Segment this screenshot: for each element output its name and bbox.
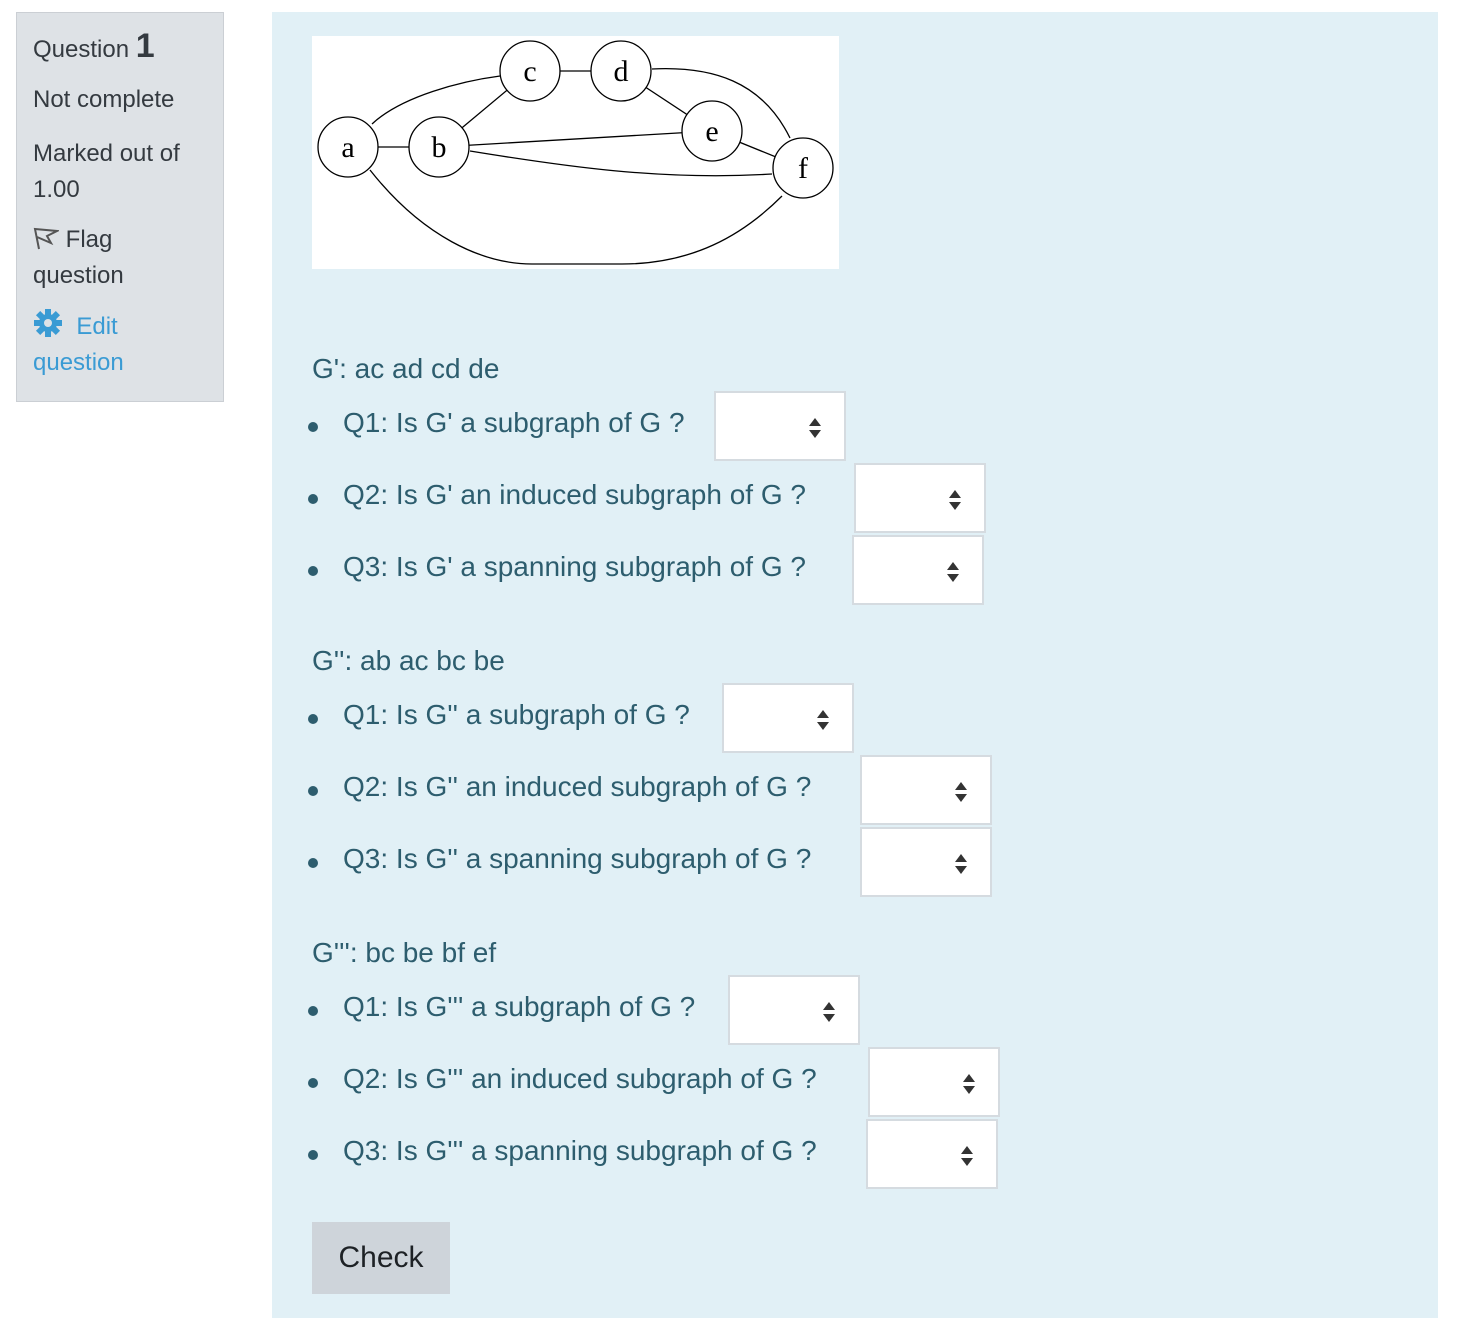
question-row: Q2: Is G'' an induced subgraph of G ? xyxy=(308,755,1008,825)
gear-icon xyxy=(34,309,62,337)
graph-node-a: a xyxy=(317,116,379,178)
answer-select[interactable] xyxy=(722,683,854,753)
graph-node-label: d xyxy=(614,55,629,88)
graph-svg: a b c d e f xyxy=(317,40,834,265)
question-text: Q3: Is G' a spanning subgraph of G ? xyxy=(343,551,806,582)
question-number: 1 xyxy=(135,27,155,65)
question-content: a b c d e f Check G': ac ad cd de Q1: Is G' a … xyxy=(272,12,1438,1318)
question-text: Q3: Is G'' a spanning subgraph of G ? xyxy=(343,843,812,874)
graph-image: a b c d e f xyxy=(312,36,839,269)
question-text: Q2: Is G' an induced subgraph of G ? xyxy=(343,479,806,510)
graph-node-label: a xyxy=(341,131,354,164)
question-row: Q3: Is G''' a spanning subgraph of G ? xyxy=(308,1119,1008,1189)
select-arrows-icon xyxy=(823,1002,835,1022)
bullet-icon xyxy=(308,786,318,796)
question-text: Q1: Is G' a subgraph of G ? xyxy=(343,407,685,438)
select-arrows-icon xyxy=(961,1146,973,1166)
question-text: Q2: Is G''' an induced subgraph of G ? xyxy=(343,1063,817,1094)
bullet-icon xyxy=(308,566,318,576)
graph-node-f: f xyxy=(772,137,834,199)
edit-label-2: question xyxy=(33,349,124,376)
grade-value: 1.00 xyxy=(33,176,80,203)
bullet-icon xyxy=(308,1006,318,1016)
bullet-icon xyxy=(308,858,318,868)
flag-question-link[interactable]: Flag question xyxy=(33,222,207,294)
graph-edge-be xyxy=(438,130,713,148)
flag-label-2: question xyxy=(33,262,124,289)
graph-edge-af xyxy=(369,169,783,265)
question-label: Question xyxy=(33,36,130,63)
question-row: Q3: Is G' a spanning subgraph of G ? xyxy=(308,535,1008,605)
question-number-heading: Question 1 xyxy=(33,27,207,66)
subgraph-definition: G'': ab ac bc be xyxy=(312,645,505,676)
select-arrows-icon xyxy=(817,710,829,730)
select-arrows-icon xyxy=(955,854,967,874)
question-row: Q1: Is G''' a subgraph of G ? xyxy=(308,975,1008,1045)
flag-icon xyxy=(33,227,61,250)
bullet-icon xyxy=(308,714,318,724)
answer-select[interactable] xyxy=(728,975,860,1045)
question-state: Not complete xyxy=(33,86,175,113)
question-row: Q2: Is G''' an induced subgraph of G ? xyxy=(308,1047,1008,1117)
graph-node-c: c xyxy=(499,40,561,102)
graph-edge-df xyxy=(651,67,791,139)
answer-select[interactable] xyxy=(854,463,986,533)
graph-node-b: b xyxy=(408,116,470,178)
select-arrows-icon xyxy=(809,418,821,438)
graph-node-e: e xyxy=(681,100,743,162)
graph-edge-ac xyxy=(371,75,501,125)
answer-select[interactable] xyxy=(868,1047,1000,1117)
edit-label: Edit xyxy=(76,313,118,340)
question-text: Q1: Is G'' a subgraph of G ? xyxy=(343,699,690,730)
grade-label: Marked out of xyxy=(33,140,180,167)
question-text: Q1: Is G''' a subgraph of G ? xyxy=(343,991,696,1022)
graph-node-label: f xyxy=(798,152,808,185)
edit-question-link[interactable]: Edit question xyxy=(33,308,207,381)
question-row: Q1: Is G' a subgraph of G ? xyxy=(308,391,1008,461)
bullet-icon xyxy=(308,494,318,504)
question-row: Q2: Is G' an induced subgraph of G ? xyxy=(308,463,1008,533)
subgraph-definition: G''': bc be bf ef xyxy=(312,937,497,968)
bullet-icon xyxy=(308,422,318,432)
answer-select[interactable] xyxy=(852,535,984,605)
graph-node-label: c xyxy=(523,55,536,88)
question-info-panel: Question 1 Not complete Marked out of 1.… xyxy=(16,12,224,402)
answer-select[interactable] xyxy=(860,755,992,825)
bullet-icon xyxy=(308,1150,318,1160)
question-text: Q3: Is G''' a spanning subgraph of G ? xyxy=(343,1135,817,1166)
graph-node-label: b xyxy=(432,131,447,164)
question-row: Q1: Is G'' a subgraph of G ? xyxy=(308,683,1008,753)
select-arrows-icon xyxy=(963,1074,975,1094)
answer-select[interactable] xyxy=(866,1119,998,1189)
select-arrows-icon xyxy=(955,782,967,802)
question-row: Q3: Is G'' a spanning subgraph of G ? xyxy=(308,827,1008,897)
answer-select[interactable] xyxy=(860,827,992,897)
select-arrows-icon xyxy=(949,490,961,510)
select-arrows-icon xyxy=(947,562,959,582)
check-button[interactable]: Check xyxy=(312,1222,450,1294)
answer-select[interactable] xyxy=(714,391,846,461)
subgraph-definition: G': ac ad cd de xyxy=(312,353,500,384)
graph-node-d: d xyxy=(590,40,652,102)
question-grade: Marked out of 1.00 xyxy=(33,136,207,208)
graph-edge-bf xyxy=(469,150,773,177)
graph-node-label: e xyxy=(705,115,718,148)
bullet-icon xyxy=(308,1078,318,1088)
flag-label: Flag xyxy=(65,226,113,253)
question-text: Q2: Is G'' an induced subgraph of G ? xyxy=(343,771,812,802)
